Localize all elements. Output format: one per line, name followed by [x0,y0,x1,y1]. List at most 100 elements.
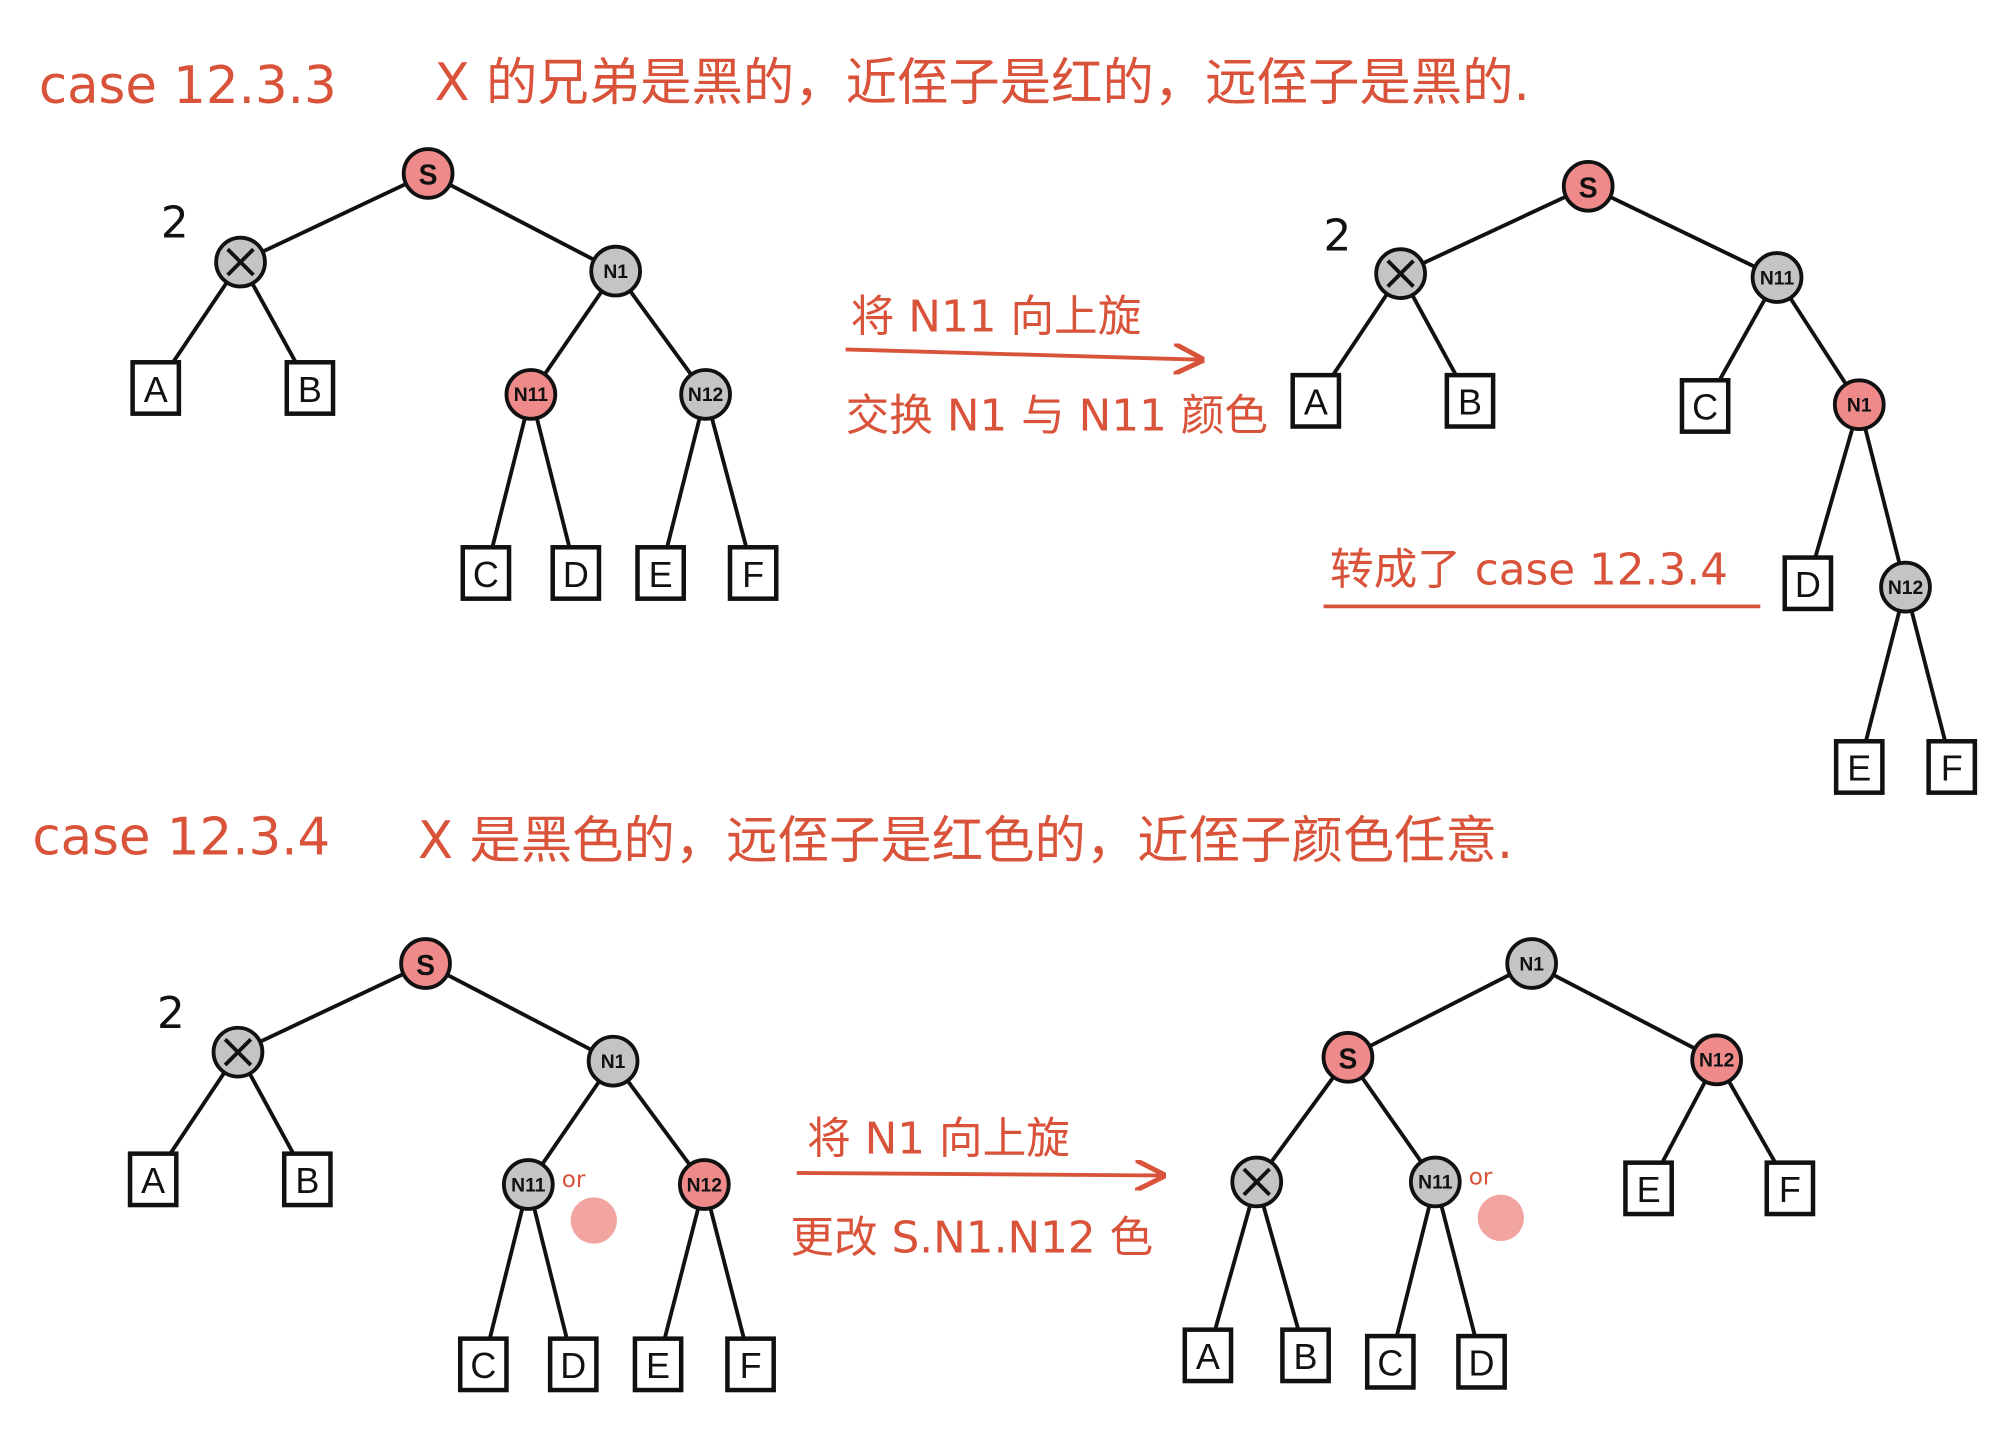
cross-icon [1386,259,1415,288]
edge-S-X [239,171,429,264]
subtree-c: C [460,545,512,601]
node-label: N12 [1699,1051,1734,1072]
node-s: S [399,937,452,990]
node-n1: N1 [1505,937,1558,990]
subtree-b: B [281,1151,333,1208]
case1-double-black-mark: 2 [161,198,189,249]
case1-result-note: 转成了 case 12.3.4 [1330,545,1728,596]
subtree-label: C [1377,1343,1403,1384]
node-circle [1321,1030,1375,1084]
node-label: N1 [1519,954,1544,975]
node-label: N12 [688,385,723,406]
cross-icon [1242,1167,1271,1197]
cross-icon [223,1037,253,1067]
subtree-e: E [1623,1160,1674,1217]
subtree-box [547,1336,599,1393]
node-n1: N1 [586,1034,640,1088]
case2-after-or-label: or [1469,1164,1493,1190]
subtree-box [727,545,779,601]
subtree-a: A [1290,372,1342,429]
edge-N11-D [526,1184,576,1365]
node-circle [1690,1033,1743,1087]
edge-N11-C [481,1184,531,1365]
subtree-box [1444,372,1496,429]
edge-N11-C [1388,1181,1438,1363]
subtree-label: C [470,1345,496,1386]
node-n12: N12 [1879,560,1932,614]
node-circle [677,1158,731,1211]
subtree-box [632,1336,684,1393]
edge-S-X [1399,184,1589,276]
edge-N11-D [1433,1181,1484,1363]
node-n12: N12 [679,368,732,421]
case2-title: case 12.3.4 [32,807,330,867]
subtree-label: B [1294,1336,1318,1377]
subtree-label: F [1779,1169,1801,1210]
subtree-label: F [742,554,764,595]
edge-S-N11 [1587,184,1778,280]
subtree-label: C [473,554,499,595]
node-label: N11 [1418,1173,1453,1194]
node-label: S [1579,172,1598,204]
node-n11: N11 [1750,251,1804,304]
subtree-box [1926,739,1978,795]
case2-description: X 是黑色的，远侄子是红色的，近侄子颜色任意. [418,811,1513,871]
case2-before-or-label: or [562,1167,586,1193]
node-label: S [419,159,438,191]
edge-N12-E [656,1184,707,1365]
subtree-box [1679,378,1731,434]
subtree-box [130,360,182,416]
subtree-d: D [550,545,602,601]
case1-title: case 12.3.3 [39,56,337,116]
node-label: S [416,949,435,981]
node-label: N12 [687,1175,722,1196]
subtree-d: D [547,1336,599,1393]
node-circle [589,244,643,298]
edge-N1-N12 [1857,404,1908,588]
subtree-c: C [457,1336,509,1393]
node-n1: N1 [589,244,643,298]
cross-icon [226,247,255,277]
edge-X-A [1206,1181,1259,1356]
subtree-b: B [284,360,336,416]
node-s: S [401,147,455,200]
subtree-label: E [646,1345,670,1386]
subtree-label: A [1304,382,1328,423]
case1-description: X 的兄弟是黑的，近侄子是红的，远侄子是黑的. [435,53,1530,113]
node-label: N1 [601,1052,626,1073]
node-x [214,235,267,289]
edge-X-B [1254,1181,1308,1356]
node-circle [401,147,455,200]
subtree-f: F [725,1336,776,1393]
node-circle [501,1158,555,1211]
subtree-box [1290,372,1342,429]
subtree-b: B [1280,1327,1331,1384]
edge-N12-F [702,1184,753,1365]
edge-S-N1 [424,961,614,1063]
node-circle [1750,251,1804,304]
edge-S-X [237,961,427,1054]
node-s: S [1561,159,1615,213]
node-label: N11 [514,385,549,406]
subtree-box [1456,1333,1507,1390]
subtree-label: A [141,1160,165,1201]
subtree-label: A [1196,1336,1220,1377]
case1-arrow-bottom-label: 交换 N1 与 N11 颜色 [846,390,1268,441]
subtree-label: A [144,369,168,410]
edge-N12-F [1903,586,1954,768]
subtree-label: B [298,369,322,410]
edge-N1-S [1347,961,1533,1060]
subtree-d: D [1456,1333,1507,1390]
node-label: S [1339,1043,1358,1075]
case1-transform-arrow [845,349,1202,359]
subtree-label: E [1847,748,1871,789]
node-label: N11 [1760,268,1795,289]
edge-N1-D [1806,404,1862,584]
subtree-c: C [1679,378,1731,434]
node-circle [586,1034,640,1088]
node-circle [1561,159,1615,213]
node-label: N1 [1847,395,1872,416]
